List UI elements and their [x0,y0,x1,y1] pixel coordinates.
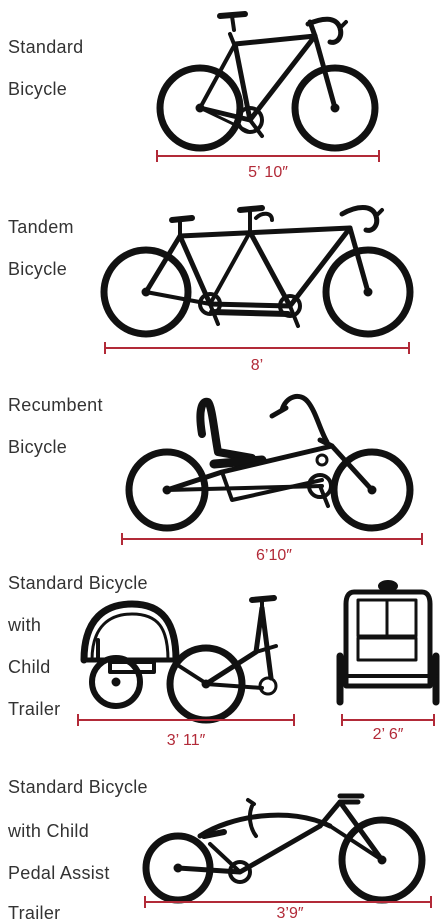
pedal-assist-label-line-3: Pedal Assist [8,864,110,882]
child-trailer-rear-view-icon [336,576,438,708]
bicycle-with-child-trailer-icon [76,588,308,726]
child-trailer-rear-dimension-line [340,714,436,726]
standard-bicycle-dimension: 5’ 10″ [228,165,308,181]
standard-bicycle-label-line-2: Bicycle [8,80,67,98]
tandem-bicycle-label-line-2: Bicycle [8,260,67,278]
pedal-assist-dimension: 3’9″ [250,906,330,922]
child-trailer-label-line-3: Child [8,658,51,676]
pedal-assist-label-line-1: Standard Bicycle [8,778,148,796]
tandem-bicycle-dimension: 8’ [217,358,297,374]
tandem-bicycle-label-line-1: Tandem [8,218,74,236]
tandem-bicycle-icon [100,200,420,345]
tandem-bicycle-dimension-line [103,342,411,354]
pedal-assist-label-line-4: Trailer [8,904,60,922]
child-trailer-label-line-2: with [8,616,41,634]
standard-bicycle-dimension-line [155,150,381,162]
recumbent-bicycle-dimension: 6’10″ [234,548,314,564]
standard-bicycle-label-line-1: Standard [8,38,83,56]
bicycle-with-pedal-assist-trailer-icon [140,796,430,908]
recumbent-bicycle-label-line-1: Recumbent [8,396,103,414]
child-trailer-rear-dimension: 2’ 6″ [348,727,428,743]
recumbent-bicycle-icon [122,390,422,540]
child-trailer-dimension: 3’ 11″ [146,733,226,749]
child-trailer-label-line-4: Trailer [8,700,60,718]
recumbent-bicycle-dimension-line [120,533,424,545]
standard-bicycle-icon [150,4,390,154]
recumbent-bicycle-label-line-2: Bicycle [8,438,67,456]
pedal-assist-label-line-2: with Child [8,822,89,840]
child-trailer-dimension-line [76,714,296,726]
